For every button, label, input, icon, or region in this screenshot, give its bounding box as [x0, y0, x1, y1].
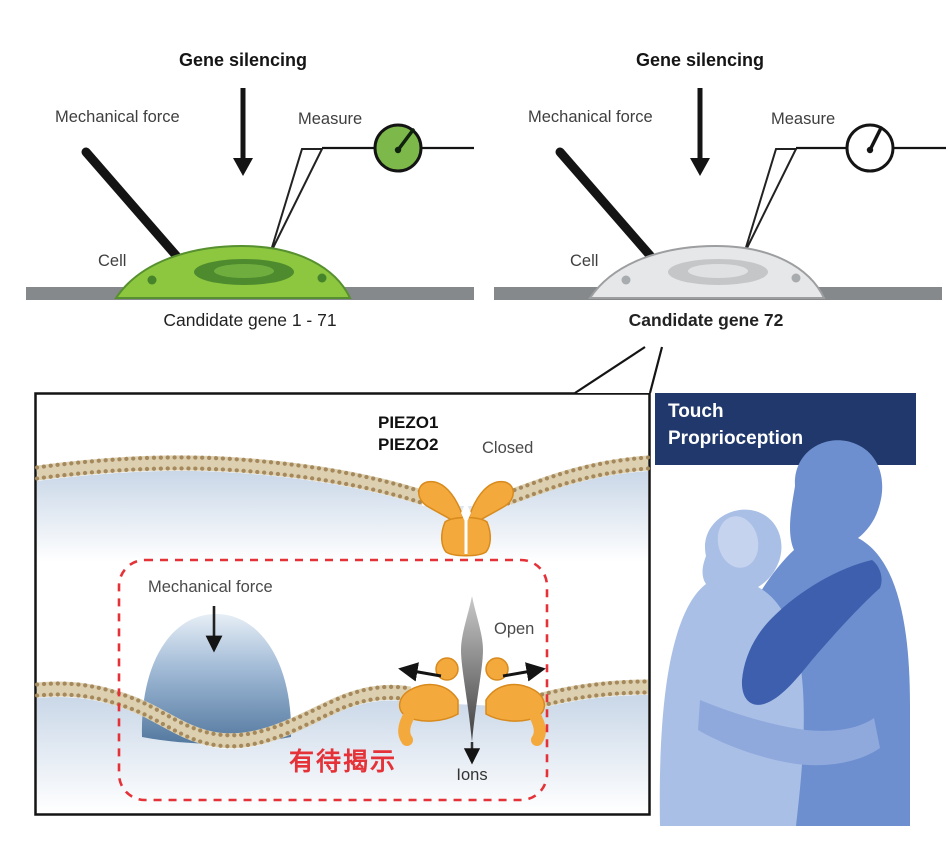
- ions-label: Ions: [456, 766, 488, 784]
- touch-label: Touch: [668, 401, 724, 422]
- cell-silenced: [588, 244, 826, 299]
- piezo2-label: PIEZO2: [378, 435, 439, 454]
- panel-left-caption: Candidate gene 1 - 71: [163, 310, 337, 330]
- experiment-panel-right: [494, 88, 946, 300]
- gene-silencing-arrowhead: [233, 158, 253, 176]
- touch-title-box: [655, 393, 916, 465]
- panel-right-measure-label: Measure: [771, 110, 836, 128]
- silhouette-arm-light: [698, 700, 880, 766]
- gauge-icon-active: [373, 123, 423, 173]
- panel-right-cell-label: Cell: [570, 252, 599, 270]
- annotation-cjk: 有待揭示: [288, 748, 397, 776]
- closed-label: Closed: [482, 439, 534, 457]
- ion-funnel: [461, 596, 483, 742]
- panel-left-cell-label: Cell: [98, 252, 127, 270]
- panel-right-caption: Candidate gene 72: [628, 310, 784, 330]
- tension-arrow-left: [398, 662, 442, 682]
- mechanical-probe-icon: [81, 147, 185, 265]
- electrode-icon: [743, 148, 798, 255]
- proprioception-label: Proprioception: [668, 428, 804, 449]
- zoom-connector: [574, 346, 664, 394]
- panel-left-title: Gene silencing: [178, 50, 308, 70]
- highlight-dashed-box: [117, 558, 549, 802]
- panel-left-force-label: Mechanical force: [55, 108, 180, 126]
- cytoplasm-wash-top: [37, 470, 648, 562]
- panel-left-measure-label: Measure: [298, 110, 363, 128]
- piezo1-label: PIEZO1: [378, 413, 439, 432]
- embrace-silhouette: [659, 440, 910, 826]
- cell-green: [114, 244, 352, 299]
- piezo-channel-closed: [418, 480, 514, 557]
- tension-arrow-right: [502, 662, 546, 682]
- silhouette-face: [717, 516, 759, 568]
- panel-right-title: Gene silencing: [635, 50, 765, 70]
- open-label: Open: [494, 620, 535, 638]
- gauge-icon-silent: [845, 123, 895, 173]
- experiment-panel-left: [26, 88, 474, 300]
- gene-silencing-arrowhead: [690, 158, 710, 176]
- cytoplasm-wash-bottom: [37, 695, 648, 812]
- piezo-channel-open: [398, 657, 546, 746]
- silhouette-arm-dark: [741, 560, 882, 705]
- electrode-icon: [269, 148, 324, 255]
- panel-right-force-label: Mechanical force: [528, 108, 653, 126]
- mechanical-probe-icon: [555, 147, 659, 265]
- force-dome: [141, 614, 292, 744]
- dome-force-label: Mechanical force: [148, 578, 273, 596]
